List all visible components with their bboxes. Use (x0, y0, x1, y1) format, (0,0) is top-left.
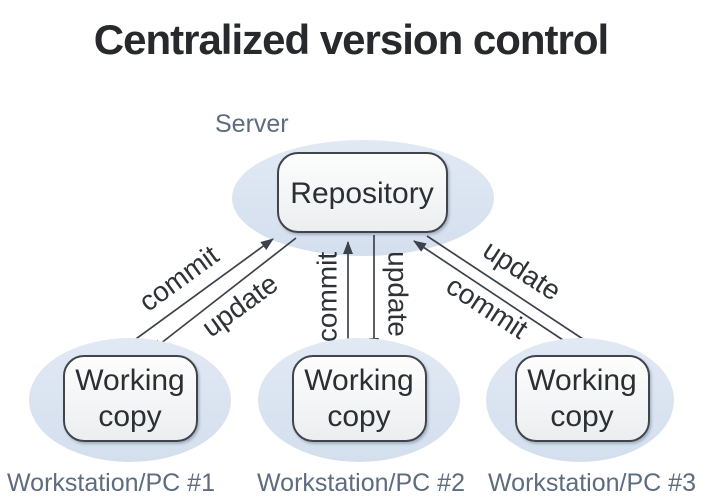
workstation-group-2: Working copy Workstation/PC #2 (257, 338, 465, 497)
update-arrow-3 (426, 235, 602, 352)
server-caption: Server (215, 110, 289, 138)
working-copy-3-line1: Working (527, 364, 636, 397)
working-copy-2-line1: Working (304, 364, 413, 397)
update-arrow-1 (150, 237, 297, 352)
workstation-caption-2: Workstation/PC #2 (257, 469, 465, 497)
update-label-2: update (383, 251, 414, 337)
working-copy-1-line1: Working (75, 364, 184, 397)
working-copy-2-line2: copy (327, 400, 390, 433)
repository-box (277, 152, 448, 233)
page-title: Centralized version control (94, 16, 608, 63)
edge-commit-2: commit (311, 241, 353, 355)
working-copy-node-3: Working copy (515, 355, 650, 442)
working-copy-1-line2: copy (98, 400, 161, 433)
workstation-caption-1: Workstation/PC #1 (7, 469, 215, 497)
commit-label-1: commit (133, 239, 224, 317)
working-copy-box-2 (292, 355, 427, 442)
working-copy-node-2: Working copy (292, 355, 427, 442)
commit-arrow-1 (117, 238, 274, 353)
repository-label: Repository (290, 177, 433, 210)
workstation-group-3: Working copy Workstation/PC #3 (486, 338, 696, 497)
workstation-group-1: Working copy Workstation/PC #1 (7, 338, 231, 497)
commit-label-2: commit (311, 252, 342, 342)
edge-update-2: update (369, 235, 414, 351)
working-copy-3-line2: copy (550, 400, 613, 433)
working-copy-node-1: Working copy (63, 355, 198, 442)
working-copy-box-1 (63, 355, 198, 442)
workstation-caption-3: Workstation/PC #3 (488, 469, 696, 497)
server-group: Server Repository (215, 110, 494, 256)
repository-node: Repository (277, 152, 448, 233)
commit-arrow-3 (413, 240, 585, 355)
working-copy-box-3 (515, 355, 650, 442)
